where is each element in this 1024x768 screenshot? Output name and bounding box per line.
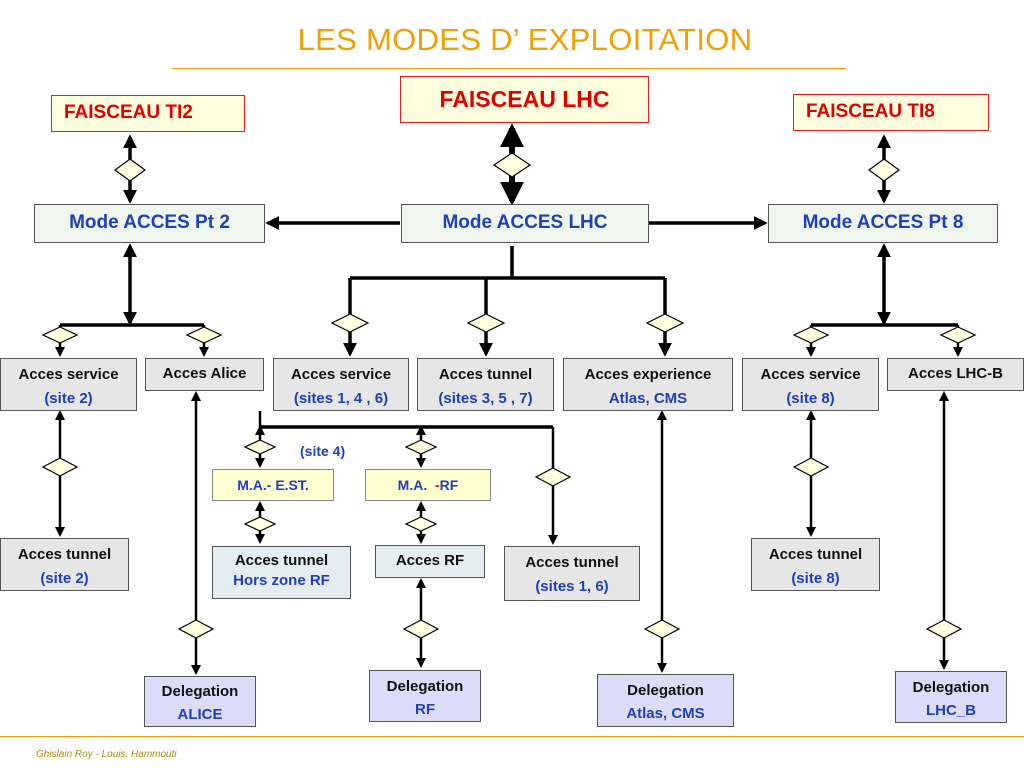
access-service-pt8-label: Acces service [760,366,861,383]
mode-lhc-label: Mode ACCES LHC [442,212,608,233]
diamond-icon [41,457,79,477]
diamond-icon [41,326,79,344]
footer-divider [0,736,1024,737]
diamond-markers [41,152,977,639]
tunnel-sites16-sub: (sites 1, 6) [535,578,609,595]
access-experience: Acces experience Atlas, CMS [563,358,733,411]
access-experience-sub: Atlas, CMS [608,390,688,407]
footer-authors: Ghislain Roy - Louis. Hammouti [36,749,177,760]
tunnel-site2-box: Acces tunnel (site 2) [0,538,129,591]
tunnel-hors-rf-sub: Hors zone RF [233,572,330,589]
ma-est-box: M.A.- E.ST. [212,469,334,501]
delegation-alice-box: Delegation ALICE [144,676,256,727]
diamond-icon [404,516,438,532]
delegation-rf-label: Delegation [386,678,464,695]
delegation-rf-sub: RF [415,701,435,718]
mode-pt2-box: Mode ACCES Pt 2 [34,204,265,243]
access-lhcb-label: Acces LHC-B [907,365,1004,382]
access-service-lhc-label: Acces service [290,366,392,383]
diamond-icon [243,439,277,455]
ma-rf-suffix: RF [439,477,459,493]
tunnel-site2-sub: (site 2) [40,570,89,587]
delegation-lhcb-box: Delegation LHC_B [895,671,1007,723]
beam-lhc-label: FAISCEAU LHC [439,86,610,112]
delegation-alice-label: Delegation [161,683,239,700]
delegation-alice-sub: ALICE [177,706,223,723]
access-service-pt2: Acces service (site 2) [0,358,137,411]
access-service-pt8: Acces service (site 8) [742,358,879,411]
tunnel-hors-rf-label: Acces tunnel [234,552,329,569]
access-rf-label: Acces RF [395,552,465,569]
ma-rf-box: M.A. -RF [365,469,491,501]
diamond-icon [792,457,830,477]
tunnel-site8-label: Acces tunnel [768,546,863,563]
tunnel-sites16-box: Acces tunnel (sites 1, 6) [504,546,640,601]
access-tunnel-lhc: Acces tunnel (sites 3, 5 , 7) [417,358,554,411]
mode-lhc-box: Mode ACCES LHC [401,204,649,243]
delegation-atlas-cms-label: Delegation [627,682,704,699]
diamond-icon [492,152,532,178]
beam-ti2-box: FAISCEAU TI2 [51,95,245,132]
delegation-lhcb-sub: LHC_B [925,702,976,719]
mode-pt8-box: Mode ACCES Pt 8 [768,204,998,243]
tunnel-sites16-label: Acces tunnel [525,554,619,571]
access-service-pt8-sub: (site 8) [786,390,835,407]
page-title: LES MODES D’ EXPLOITATION [297,22,753,57]
beam-lhc-box: FAISCEAU LHC [400,76,649,123]
beam-ti8-label: FAISCEAU TI8 [806,101,935,122]
access-service-lhc: Acces service (sites 1, 4 , 6) [273,358,409,411]
title-divider [172,68,846,69]
access-tunnel-lhc-sub: (sites 3, 5 , 7) [438,390,533,407]
tunnel-hors-rf-box: Acces tunnel Hors zone RF [212,546,351,599]
tunnel-site2-label: Acces tunnel [17,546,112,563]
access-alice: Acces Alice [145,358,264,391]
ma-rf-prefix: M.A. [397,477,435,493]
access-tunnel-lhc-label: Acces tunnel [438,366,533,383]
diamond-icon [243,516,277,532]
access-service-pt2-label: Acces service [18,366,119,383]
diamond-icon [404,439,438,455]
diamond-icon [645,313,685,333]
beam-ti8-box: FAISCEAU TI8 [793,94,989,131]
diamond-icon [113,158,147,182]
tunnel-site8-sub: (site 8) [791,570,840,587]
delegation-atlas-cms-box: Delegation Atlas, CMS [597,674,734,727]
ma-rf-dash: - [435,477,440,493]
diamond-icon [939,326,977,344]
diamond-icon [177,619,215,639]
diamond-icon [867,158,901,182]
diamond-icon [643,619,681,639]
diamond-icon [466,313,506,333]
delegation-rf-box: Delegation RF [369,670,481,722]
diamond-icon [185,326,223,344]
diamond-icon [402,619,440,639]
diamond-icon [792,326,830,344]
diamond-icon [925,619,963,639]
access-service-pt2-sub: (site 2) [44,390,93,407]
beam-ti2-label: FAISCEAU TI2 [64,102,193,123]
access-rf-box: Acces RF [375,545,485,578]
access-service-lhc-sub: (sites 1, 4 , 6) [293,390,389,407]
diamond-icon [534,467,572,487]
mode-pt2-label: Mode ACCES Pt 2 [69,212,230,233]
delegation-lhcb-label: Delegation [912,679,990,696]
tunnel-site8-box: Acces tunnel (site 8) [751,538,880,591]
diamond-icon [330,313,370,333]
access-lhcb: Acces LHC-B [887,358,1024,391]
access-alice-label: Acces Alice [162,365,247,382]
site4-label: (site 4) [300,443,346,459]
delegation-atlas-cms-sub: Atlas, CMS [626,705,705,722]
ma-est-label: M.A.- E.ST. [237,477,309,493]
mode-pt8-label: Mode ACCES Pt 8 [802,212,964,233]
access-experience-label: Acces experience [584,366,712,383]
